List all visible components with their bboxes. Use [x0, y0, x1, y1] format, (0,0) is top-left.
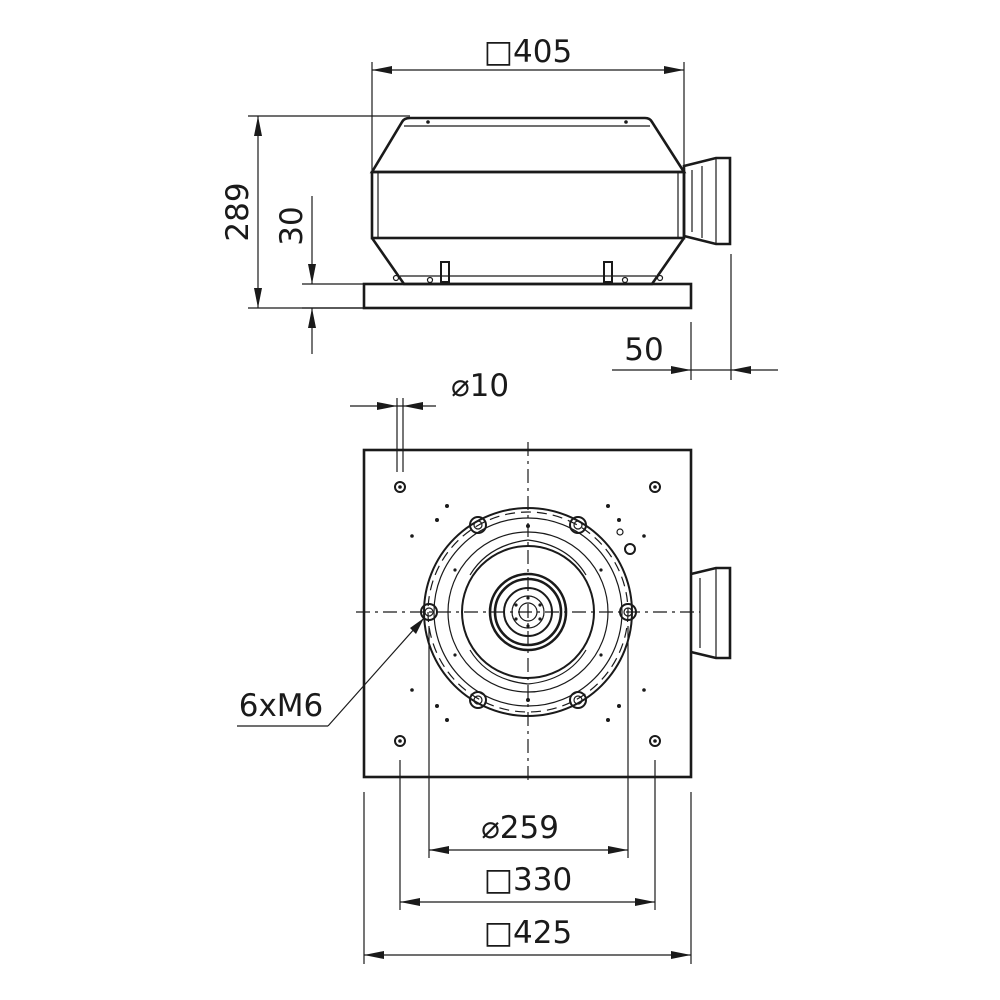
screws-callout: 6xM6 — [237, 617, 425, 727]
dim-top-width: □405 — [371, 34, 685, 170]
side-view — [362, 116, 732, 310]
dim-hole-spacing-label: □330 — [484, 862, 572, 898]
dim-base-height-label: 30 — [274, 206, 310, 245]
corner-hole — [394, 481, 406, 493]
dim-base-height: 30 — [274, 196, 364, 354]
dim-hole-diameter: ⌀10 — [350, 368, 509, 472]
dim-height-total: 289 — [220, 115, 410, 309]
side-housing-top — [369, 116, 687, 174]
m6-bolt — [619, 603, 637, 621]
side-housing-band — [370, 170, 686, 240]
m6-bolt — [469, 516, 487, 534]
dim-top-width-label: □405 — [484, 34, 572, 70]
dim-plate-size-label: □425 — [484, 915, 572, 951]
side-housing-bottom — [370, 237, 686, 286]
top-terminal-box — [690, 566, 732, 660]
screws-label: 6xM6 — [239, 688, 324, 724]
dim-height-total-label: 289 — [220, 182, 256, 241]
dim-box-offset-label: 50 — [624, 332, 663, 368]
m6-bolt — [569, 516, 587, 534]
m6-bolt — [420, 603, 438, 621]
dim-box-offset: 50 — [612, 254, 778, 380]
dim-hole-spacing: □330 — [399, 760, 656, 910]
side-terminal-box — [682, 156, 732, 246]
corner-hole — [394, 735, 406, 747]
dim-bolt-circle-label: ⌀259 — [481, 810, 559, 846]
dim-hole-diameter-label: ⌀10 — [451, 368, 509, 404]
corner-hole — [649, 481, 661, 493]
side-base-plate — [362, 282, 693, 310]
m6-bolt — [569, 691, 587, 709]
dim-bolt-circle: ⌀259 — [428, 626, 629, 858]
dim-plate-size: □425 — [363, 792, 692, 964]
m6-bolt — [469, 691, 487, 709]
corner-hole — [649, 735, 661, 747]
top-view — [356, 442, 732, 784]
